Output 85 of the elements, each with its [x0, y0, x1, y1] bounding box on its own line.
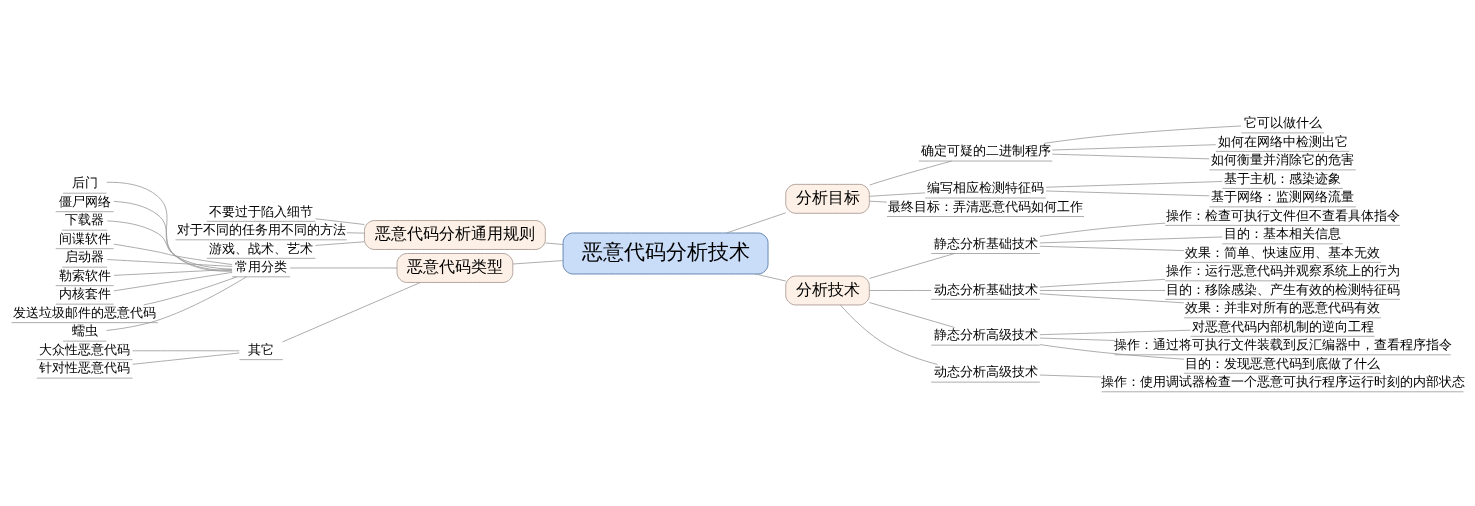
connector [869, 252, 955, 279]
connector [1043, 125, 1242, 144]
connector [1039, 245, 1185, 251]
connector [1039, 374, 1102, 377]
connector [143, 275, 238, 305]
connector [545, 242, 564, 245]
connector [840, 304, 938, 365]
node-text: 后门 [71, 174, 98, 190]
node-box: 恶意代码分析通用规则 [364, 219, 546, 250]
node-text: 僵尸网络 [58, 193, 111, 209]
node-text: 如何衡量并消除它的危害 [1211, 151, 1355, 167]
connector [1051, 153, 1210, 159]
connector [132, 349, 240, 351]
connector [113, 243, 233, 265]
connector [755, 273, 787, 281]
node-text: 启动器 [65, 248, 105, 264]
node-text: 它可以做什么 [1243, 114, 1322, 130]
connector [113, 268, 233, 276]
node-text: 内核套件 [58, 285, 111, 301]
connector [132, 352, 240, 365]
node-box: 恶意代码分析技术 [562, 232, 769, 274]
connector [869, 301, 955, 328]
node-box: 分析目标 [785, 183, 870, 214]
node-box: 分析技术 [785, 275, 870, 305]
node-text: 对于不同的任务用不同的方法 [176, 221, 346, 237]
connector [282, 281, 421, 342]
node-text: 操作：通过将可执行文件装载到反汇编器中，查看程序指令 [1113, 336, 1452, 352]
connector [1051, 143, 1217, 150]
connector [1039, 292, 1185, 303]
node-text: 针对性恶意代码 [39, 359, 131, 375]
connector [1039, 278, 1166, 288]
connector [106, 181, 233, 272]
node-text: 效果：并非对所有的恶意代码有效 [1185, 299, 1381, 315]
node-text: 动态分析基础技术 [933, 281, 1038, 297]
node-text: 基于网络：监测网络流量 [1211, 188, 1355, 204]
connector [1039, 222, 1166, 237]
node-text: 目的：基本相关信息 [1224, 225, 1342, 241]
node-text: 蠕虫 [71, 322, 98, 338]
connector [726, 211, 787, 233]
connector [315, 217, 365, 225]
node-text: 最终目标：弄清恶意代码如何工作 [888, 198, 1084, 214]
connector [869, 289, 932, 291]
node-text: 勒索软件 [58, 267, 111, 283]
node-text: 编写相应检测特征码 [927, 179, 1045, 195]
connector [289, 267, 398, 268]
node-text: 静态分析高级技术 [933, 326, 1038, 342]
node-text: 静态分析基础技术 [933, 235, 1038, 251]
node-text: 发送垃圾邮件的恶意代码 [13, 304, 157, 320]
connector [113, 271, 233, 291]
node-text: 下载器 [65, 211, 105, 227]
node-text: 其它 [248, 341, 275, 357]
connector [869, 200, 888, 203]
node-text: 如何在网络中检测出它 [1217, 133, 1348, 149]
node-text: 目的：移除感染、产生有效的检测特征码 [1165, 281, 1400, 297]
node-text: 目的：发现恶意代码到底做了什么 [1185, 355, 1381, 370]
node-text: 操作：检查可执行文件但不查看具体指令 [1165, 207, 1400, 223]
connector [869, 191, 926, 197]
node-text: 大众性恶意代码 [39, 341, 131, 357]
node-text: 操作：使用调试器检查一个恶意可执行程序运行时刻的内部状态 [1100, 373, 1465, 389]
connector [1039, 289, 1166, 291]
node-text: 游戏、战术、艺术 [209, 240, 314, 256]
connector [113, 200, 233, 271]
connector [1039, 236, 1223, 243]
connector [1039, 329, 1191, 335]
connector [1045, 190, 1210, 196]
connector [106, 258, 233, 267]
connector [346, 231, 365, 234]
connector [1045, 180, 1223, 188]
node-text: 操作：运行恶意代码并观察系统上的行为 [1165, 262, 1400, 278]
connector [869, 160, 952, 185]
node-text: 对恶意代码内部机制的逆向工程 [1191, 318, 1374, 334]
node-text: 基于主机：感染迹象 [1224, 170, 1342, 186]
connector [1039, 337, 1115, 341]
connector [1039, 343, 1185, 360]
node-text: 确定可疑的二进制程序 [920, 142, 1051, 158]
connector [106, 275, 247, 331]
node-text: 动态分析高级技术 [933, 363, 1038, 379]
node-text: 效果：简单、快速应用、基本无效 [1185, 244, 1381, 260]
connector [512, 259, 564, 264]
node-text: 间谍软件 [58, 230, 111, 246]
node-text: 不要过于陷入细节 [209, 203, 314, 219]
connector [315, 240, 365, 246]
node-box: 恶意代码类型 [396, 252, 514, 283]
connector [107, 220, 233, 270]
node-text: 常用分类 [235, 258, 288, 274]
